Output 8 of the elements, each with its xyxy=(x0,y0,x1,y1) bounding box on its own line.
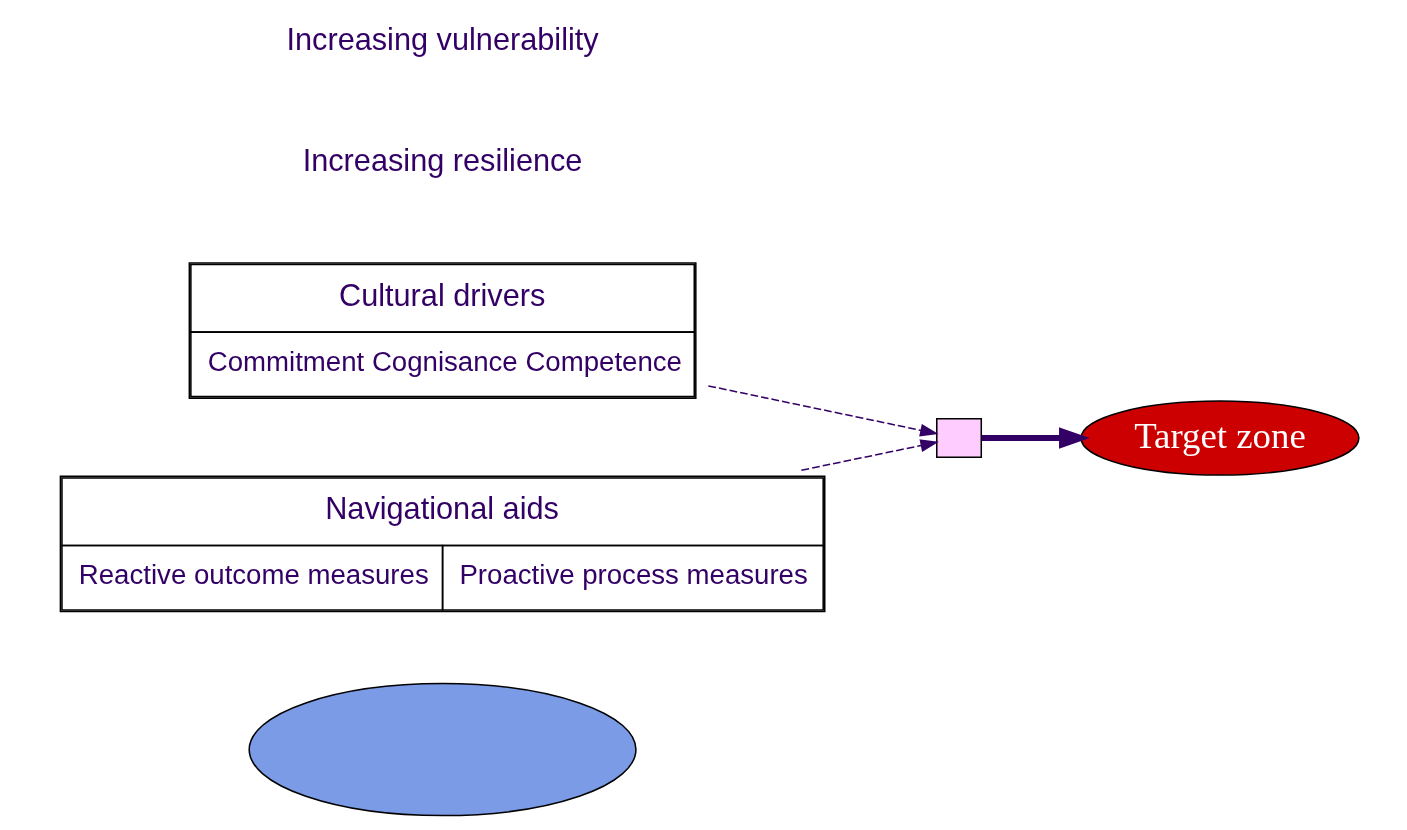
label: Increasing vulnerability xyxy=(286,21,599,57)
arrow xyxy=(981,427,1090,449)
node-ellipse: Target zone xyxy=(1080,400,1360,476)
node-box xyxy=(936,418,983,458)
label: Increasing resilience xyxy=(302,142,583,178)
node-ellipse xyxy=(248,682,637,817)
arrow xyxy=(800,439,939,471)
arrow xyxy=(707,385,939,437)
